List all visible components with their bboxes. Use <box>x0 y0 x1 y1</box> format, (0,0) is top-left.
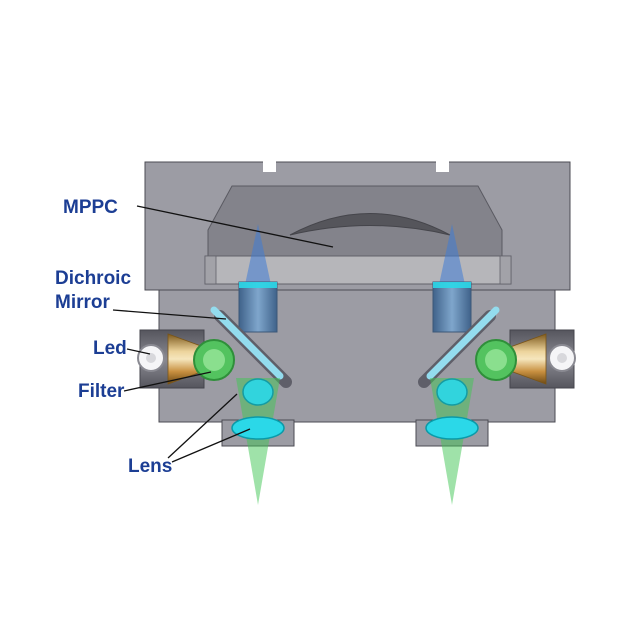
excitation-filter-center-right <box>485 349 507 371</box>
excitation-filter-center-left <box>203 349 225 371</box>
lens-element-lower-left <box>231 416 285 440</box>
green-beam-out-left <box>236 378 280 505</box>
label-dichroic-line1: Dichroic <box>55 268 131 289</box>
leader-dichroic-mirror <box>112 309 227 320</box>
lens-element-lower-right <box>425 416 479 440</box>
cylinder-cyan-band-left <box>239 282 277 288</box>
cylinder-cyan-band-right <box>433 282 471 288</box>
label-led: Led <box>93 338 127 359</box>
label-lens: Lens <box>128 456 172 477</box>
leader-lines <box>112 205 334 463</box>
mirror-holder-cylinder-left <box>238 281 278 333</box>
optical-channel-right <box>418 224 517 505</box>
housing-body <box>144 161 571 447</box>
housing-top-notch-right <box>436 161 449 172</box>
green-beam-out-right <box>430 378 474 505</box>
leader-led <box>126 348 151 355</box>
mppc-bar-cap-left <box>204 255 217 285</box>
led-assembly-right <box>501 329 576 389</box>
optical-channel-left <box>193 224 292 505</box>
dichroic-mirror-face-right <box>426 306 500 380</box>
leader-lens-upper <box>167 393 238 459</box>
dichroic-mirror-face-left <box>210 306 284 380</box>
leader-mppc <box>136 205 334 248</box>
mirror-holder-cylinder-right <box>432 281 472 333</box>
leader-filter <box>123 371 212 392</box>
mppc-bar-cap-right <box>499 255 512 285</box>
label-mppc: MPPC <box>63 197 118 218</box>
housing-top-notch-left <box>263 161 276 172</box>
lens-element-upper-right <box>436 378 468 406</box>
lens-element-upper-left <box>242 378 274 406</box>
led-connector-pin-right <box>557 353 567 363</box>
leader-lens-lower <box>171 428 251 463</box>
label-filter: Filter <box>78 381 125 402</box>
label-dichroic-line2: Mirror <box>55 292 111 313</box>
led-connector-pin-left <box>146 353 156 363</box>
labels: MPPC Dichroic Mirror Led Filter Lens <box>55 197 172 477</box>
